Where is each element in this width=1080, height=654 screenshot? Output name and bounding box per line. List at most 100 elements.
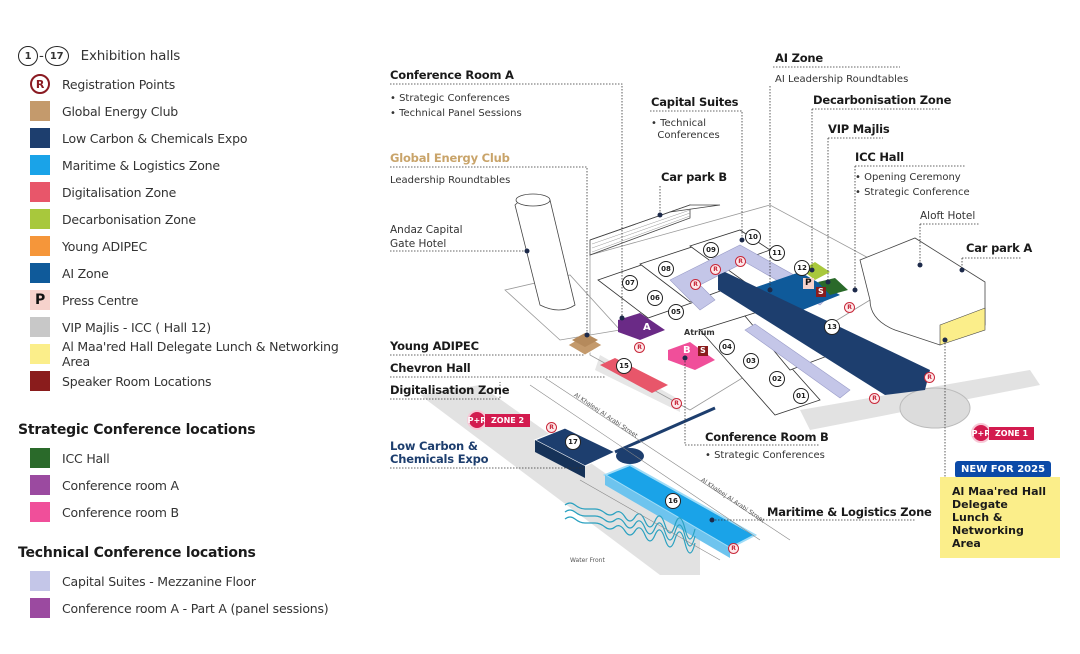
label-andaz-line2: Gate Hotel — [390, 238, 447, 250]
legend-label: Capital Suites - Mezzanine Floor — [62, 573, 256, 589]
capital-suites-bullet: Conferences — [651, 130, 720, 141]
legend-label: Maritime & Logistics Zone — [62, 157, 220, 173]
conference-room-a-bullet: • Strategic Conferences — [390, 93, 510, 104]
capital-suites-mezzanine — [744, 323, 851, 399]
conference-room-a — [618, 313, 665, 340]
color-swatch — [30, 128, 50, 148]
registration-point-icon[interactable]: R — [634, 342, 645, 353]
conference-room-a-bullet: • Technical Panel Sessions — [390, 108, 522, 119]
color-swatch — [30, 209, 50, 229]
global-energy-club-sub: Leadership Roundtables — [390, 175, 511, 186]
legend-label: Conference room B — [62, 504, 179, 520]
registration-icon: R — [30, 74, 50, 94]
legend-speaker-room: Speaker Room Locations — [30, 371, 212, 391]
legend-conference-room-a: Conference room A — [30, 475, 179, 495]
label-low-carbon-line1: Low Carbon & — [390, 439, 478, 453]
label-conference-room-b: Conference Room B — [705, 430, 829, 444]
legend-conference-room-a-part-a: Conference room A - Part A (panel sessio… — [30, 598, 329, 618]
hall-marker[interactable]: 12 — [794, 260, 810, 276]
roundabout — [899, 387, 971, 429]
park-and-ride-zone-1[interactable]: P+R ZONE 1 — [971, 423, 1035, 443]
global-energy-club-building — [572, 333, 598, 347]
ai-zone-hall — [748, 272, 840, 315]
car-park-b-building — [589, 204, 721, 256]
registration-point-icon[interactable]: R — [924, 372, 935, 383]
low-carbon-hall-17 — [535, 440, 585, 478]
hall-marker[interactable]: 02 — [769, 371, 785, 387]
speaker-room-glyph: S — [818, 287, 824, 296]
legend-vip-majlis: VIP Majlis - ICC ( Hall 12) — [30, 317, 211, 337]
registration-point-icon[interactable]: R — [728, 543, 739, 554]
hall-marker[interactable]: 04 — [719, 339, 735, 355]
legend-label: Digitalisation Zone — [62, 184, 177, 200]
hall-marker[interactable]: 16 — [665, 493, 681, 509]
legend-digitalisation: Digitalisation Zone — [30, 182, 176, 202]
new-for-2025-badge: NEW FOR 2025 — [955, 461, 1052, 478]
registration-point-icon[interactable]: R — [869, 393, 880, 404]
legend-label: Global Energy Club — [62, 103, 179, 119]
registration-point-icon[interactable]: R — [735, 256, 746, 267]
registration-point-icon[interactable]: R — [690, 279, 701, 290]
callout-line: Al Maa'red Hall — [952, 485, 1047, 498]
map-drawing — [390, 66, 1055, 575]
street-line — [544, 377, 791, 541]
label-car-park-a: Car park A — [966, 241, 1033, 255]
venue-map[interactable]: 01 02 03 04 05 06 07 08 09 10 11 12 13 1… — [370, 0, 1080, 654]
label-vip-majlis: VIP Majlis — [828, 122, 890, 136]
maritime-hall-16 — [605, 475, 730, 558]
hall-marker[interactable]: 06 — [647, 290, 663, 306]
speaker-room-glyph: S — [700, 346, 706, 355]
hall-marker[interactable]: 01 — [793, 388, 809, 404]
label-chevron-hall: Chevron Hall — [390, 361, 471, 375]
icc-hall-bullet: • Strategic Conference — [855, 187, 970, 198]
label-decarbonisation-zone: Decarbonisation Zone — [813, 93, 952, 107]
label-low-carbon-line2: Chemicals Expo — [390, 452, 489, 466]
legend-label: Conference room A — [62, 477, 179, 493]
hall-marker[interactable]: 08 — [658, 261, 674, 277]
hall-marker[interactable]: 15 — [616, 358, 632, 374]
hall-number-icon: 17 — [44, 46, 69, 66]
hall-marker[interactable]: 13 — [824, 319, 840, 335]
legend-label: Al Maa'red Hall Delegate Lunch & Network… — [62, 339, 339, 369]
bridge — [614, 406, 716, 454]
technical-heading: Technical Conference locations — [18, 545, 256, 561]
label-atrium: Atrium — [684, 328, 715, 337]
maared-hall-area — [939, 307, 986, 346]
legend-icc-hall: ICC Hall — [30, 448, 110, 468]
hall-marker[interactable]: 09 — [703, 242, 719, 258]
aloft-hotel-building — [859, 237, 986, 346]
hall-marker[interactable]: 03 — [743, 353, 759, 369]
legend-ai-zone: AI Zone — [30, 263, 109, 283]
legend-label: Young ADIPEC — [62, 238, 148, 254]
street-line — [579, 479, 721, 561]
press-centre-icon: P — [30, 290, 50, 310]
registration-point-icon[interactable]: R — [710, 264, 721, 275]
registration-point-icon[interactable]: R — [671, 398, 682, 409]
legend-press-centre: P Press Centre — [30, 290, 138, 310]
map-legend: 1 - 17 Exhibition halls R Registration P… — [0, 0, 370, 654]
color-swatch — [30, 236, 50, 256]
hall-marker[interactable]: 05 — [668, 304, 684, 320]
icc-hall-bullet: • Opening Ceremony — [855, 172, 961, 183]
hall-marker[interactable]: 17 — [565, 434, 581, 450]
capital-suites-bullet: • Technical — [651, 118, 706, 129]
label-car-park-b: Car park B — [661, 170, 727, 184]
conference-room-b — [668, 342, 715, 370]
registration-point-icon[interactable]: R — [844, 302, 855, 313]
legend-registration-points: R Registration Points — [30, 74, 175, 94]
color-swatch — [30, 502, 50, 522]
color-swatch — [30, 598, 50, 618]
legend-label: VIP Majlis - ICC ( Hall 12) — [62, 319, 211, 335]
zone-label: ZONE 2 — [485, 413, 531, 427]
hall-marker[interactable]: 07 — [622, 275, 638, 291]
park-and-ride-zone-2[interactable]: P+R ZONE 2 — [467, 410, 531, 430]
hall-marker[interactable]: 11 — [769, 245, 785, 261]
label-maritime: Maritime & Logistics Zone — [767, 505, 932, 519]
hall-13-wall — [718, 272, 930, 395]
hall-marker[interactable]: 10 — [745, 229, 761, 245]
legend-maritime: Maritime & Logistics Zone — [30, 155, 220, 175]
ai-zone-sub: AI Leadership Roundtables — [775, 74, 909, 85]
legend-maared-hall: Al Maa'red Hall Delegate Lunch & Network… — [30, 339, 370, 369]
registration-point-icon[interactable]: R — [546, 422, 557, 433]
legend-conference-room-b: Conference room B — [30, 502, 179, 522]
